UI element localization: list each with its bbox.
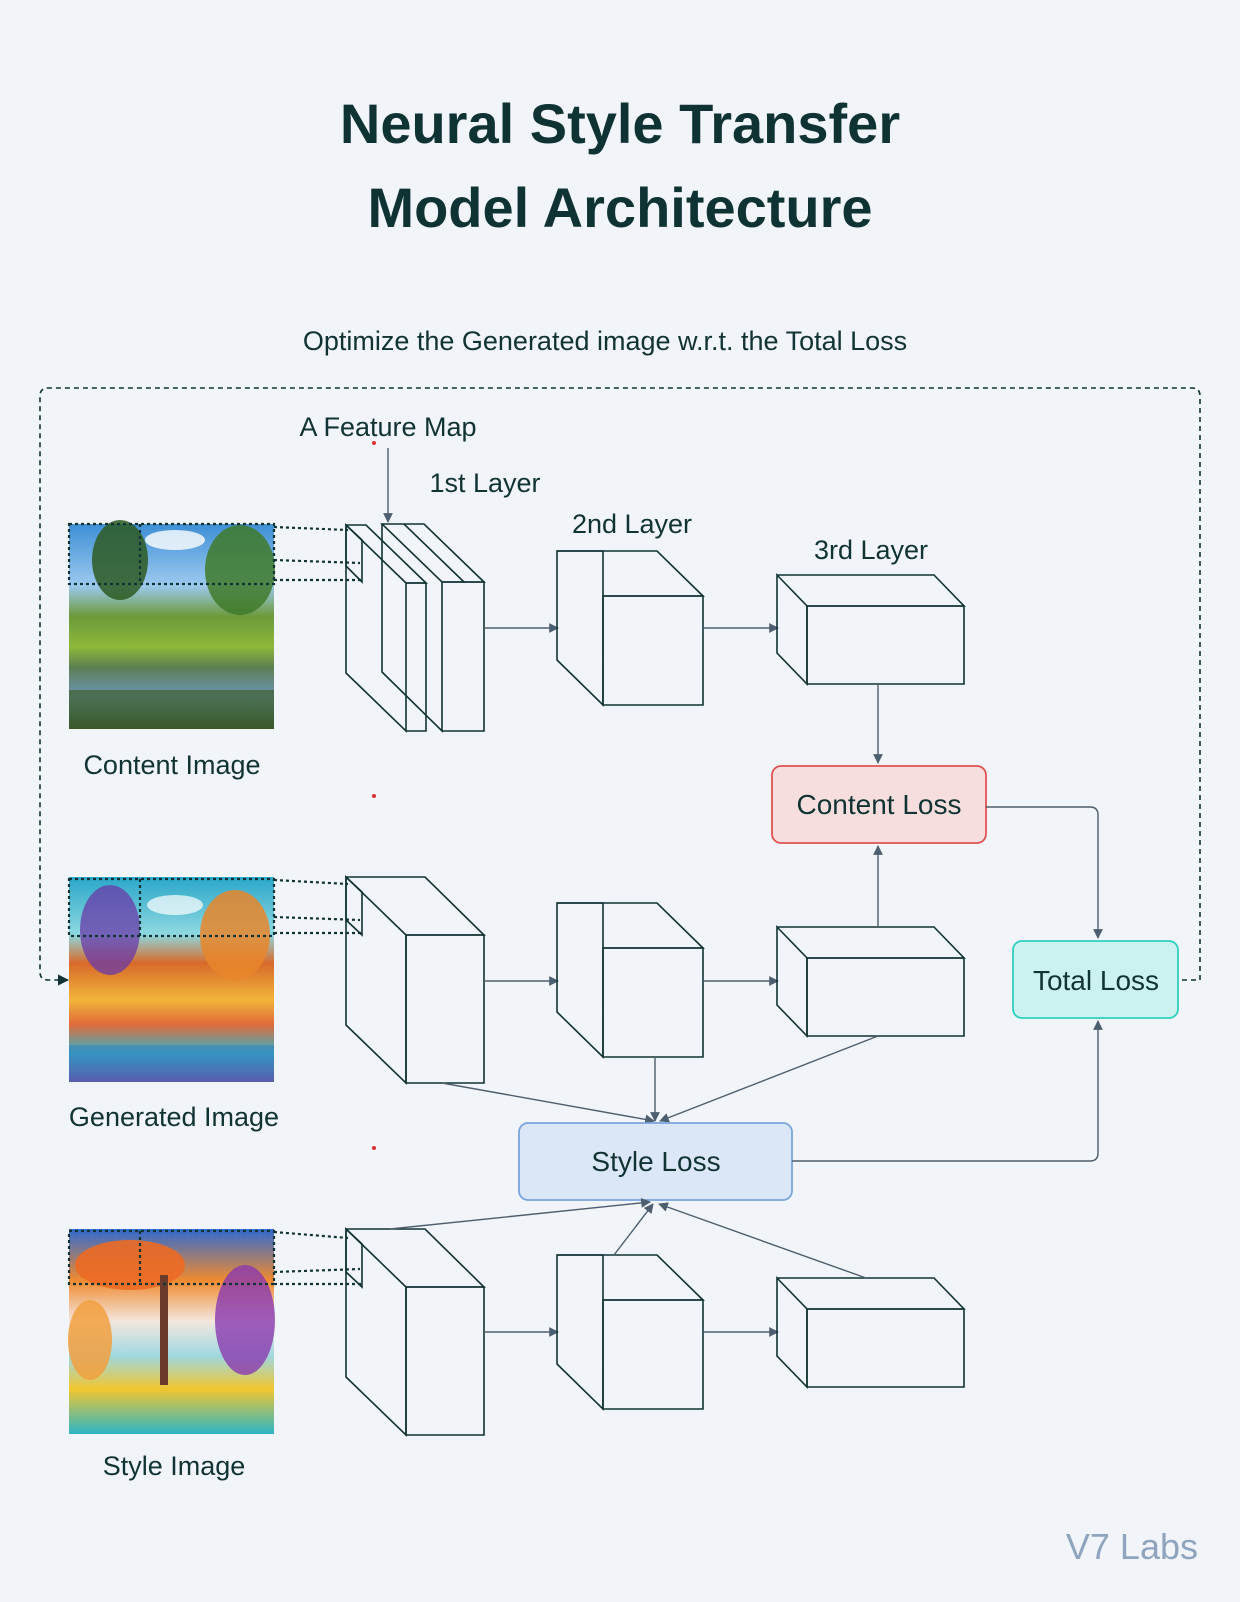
content-loss-label: Content Loss [797,789,962,820]
style-image [68,1229,275,1434]
layer1-label: 1st Layer [429,468,540,498]
style-layer1-block [345,1227,486,1437]
style-loss-label: Style Loss [591,1146,720,1177]
content-image-label: Content Image [83,750,260,780]
title-line-1: Neural Style Transfer [339,92,901,155]
generated-receptive-field [67,877,276,938]
content-image [69,520,275,729]
content-layer2-cube [556,550,705,707]
generated-layer1-block [345,875,486,1085]
feature-map-label: A Feature Map [299,412,476,442]
page-title: Neural Style Transfer Model Architecture [0,82,1240,250]
content-layer3-cube [776,573,966,686]
style-loss-box: Style Loss [518,1122,793,1201]
total-loss-label: Total Loss [1033,965,1159,996]
style-layer2-cube [556,1254,705,1411]
content-layer1-block [345,523,486,733]
generated-layer2-cube [556,902,705,1059]
content-projection [273,525,362,582]
style-layer3-cube [776,1276,966,1389]
brand-logo-text: V7 Labs [1065,1526,1198,1567]
content-loss-box: Content Loss [771,765,987,844]
generated-image [69,877,274,1082]
layer2-label: 2nd Layer [572,509,692,539]
style-receptive-field [67,1229,276,1286]
generated-layer3-cube [776,925,966,1038]
optimization-feedback-loop [39,387,1201,986]
style-image-label: Style Image [103,1451,246,1481]
title-line-2: Model Architecture [367,176,873,239]
layer3-label: 3rd Layer [814,535,928,565]
content-receptive-field [67,522,276,586]
total-loss-box: Total Loss [1012,940,1179,1019]
optimize-label: Optimize the Generated image w.r.t. the … [303,326,907,356]
generated-image-label: Generated Image [69,1102,279,1132]
